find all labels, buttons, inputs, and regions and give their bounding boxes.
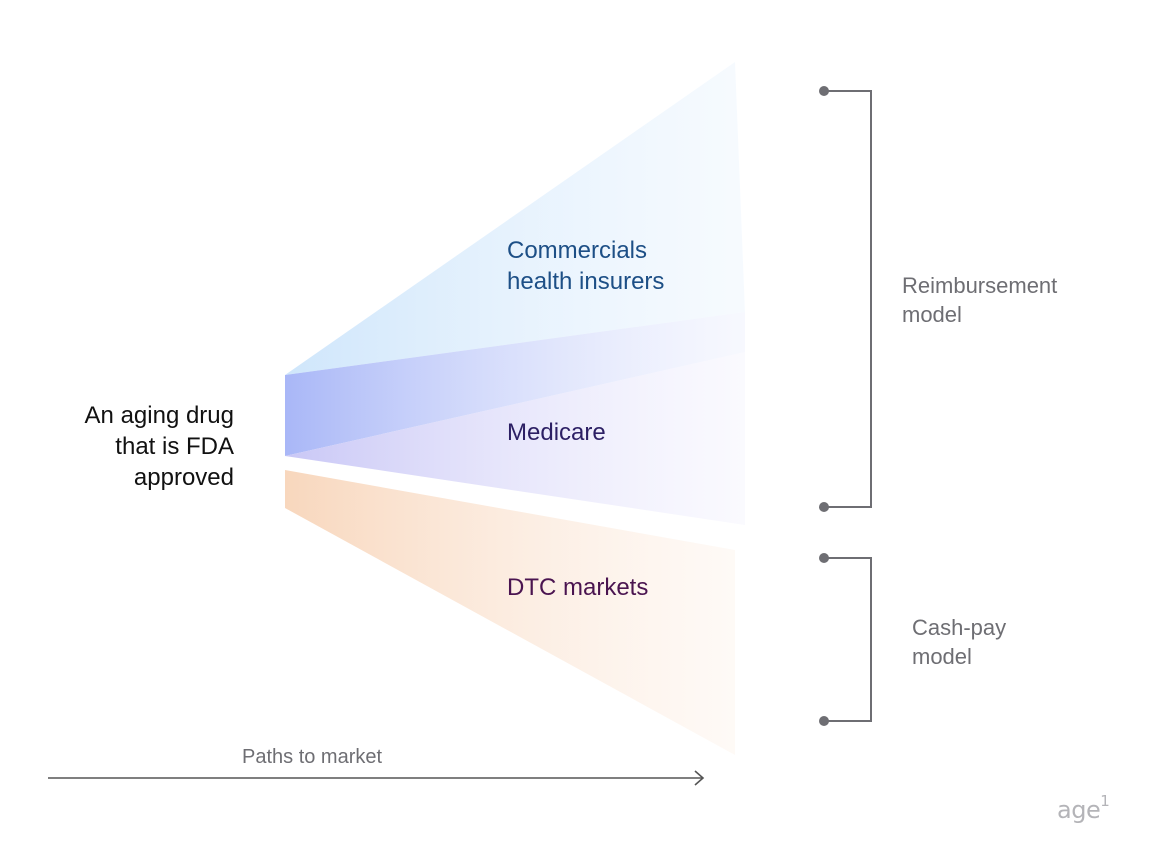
group-label-cash-pay-model: Cash-pay model: [912, 613, 1006, 671]
branch-label-line: DTC markets: [507, 574, 649, 601]
brand-logo-text: age: [1057, 796, 1101, 824]
commercial-insurers-wedge: [285, 62, 745, 375]
group-label-line: Cash-pay: [912, 615, 1007, 640]
branch-label-commercial-insurers: Commercials health insurers: [507, 235, 664, 297]
medicare-wedge-lower: [285, 352, 745, 525]
branch-label-line: Medicare: [507, 419, 606, 446]
brand-logo: age1: [1057, 792, 1110, 824]
branch-label-line: Commercials: [507, 237, 648, 264]
axis-label: Paths to market: [242, 746, 383, 768]
group-label-line: model: [902, 302, 962, 327]
source-label-line: that is FDA: [115, 433, 234, 460]
group-label-reimbursement-model: Reimbursement model: [902, 271, 1057, 329]
medicare-wedge-upper: [285, 312, 745, 456]
dtc-markets-wedge: [285, 470, 735, 755]
group-label-line: model: [912, 644, 972, 669]
source-label-line: approved: [133, 464, 234, 491]
brand-logo-superscript: 1: [1100, 792, 1110, 810]
reimbursement-bracket: [819, 86, 872, 512]
branch-label-medicare: Medicare: [507, 417, 606, 448]
group-label-line: Reimbursement: [902, 273, 1058, 298]
paths-to-market-arrow: [48, 770, 705, 786]
branch-label-dtc-markets: DTC markets: [507, 572, 648, 603]
source-label-line: An aging drug: [84, 402, 234, 429]
source-label: An aging drug that is FDA approved: [40, 400, 234, 493]
cash-pay-bracket: [819, 553, 872, 726]
branch-label-line: health insurers: [507, 268, 665, 295]
